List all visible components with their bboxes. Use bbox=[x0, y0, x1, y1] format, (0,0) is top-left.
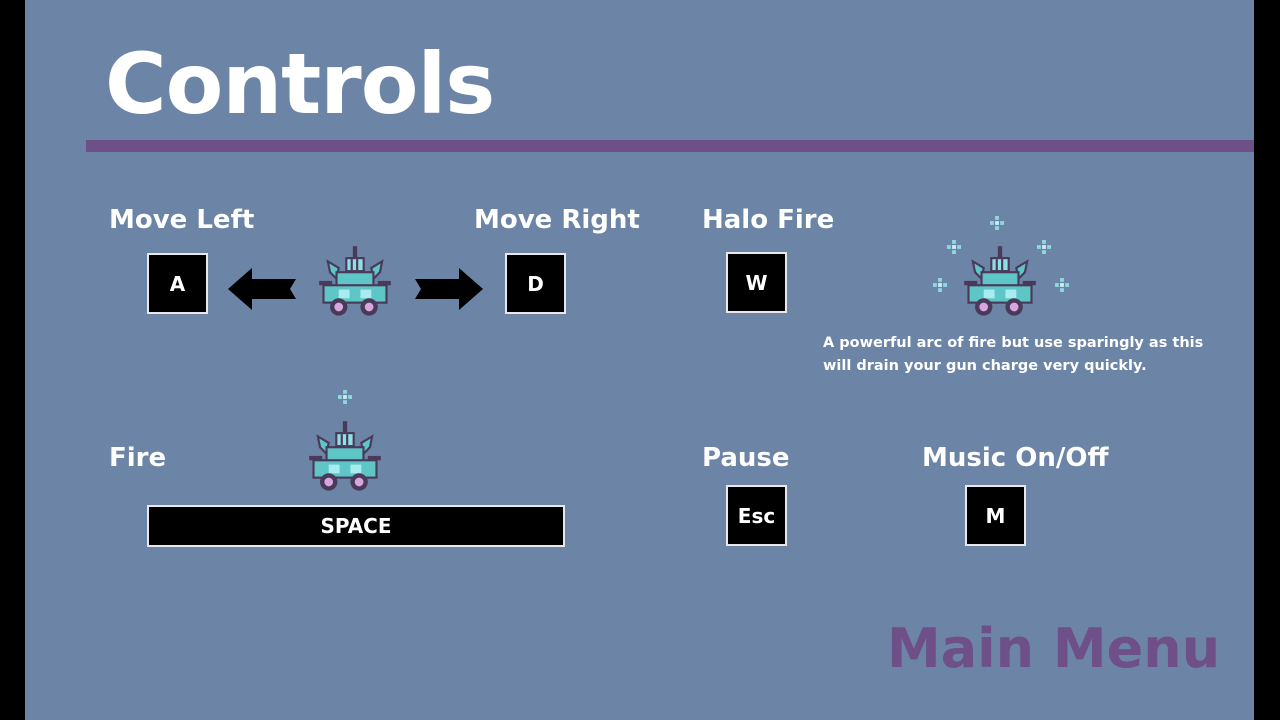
fire-label: Fire bbox=[109, 443, 167, 473]
sparkle-icon bbox=[1037, 240, 1051, 254]
tank-vehicle-icon bbox=[318, 245, 392, 317]
music-label: Music On/Off bbox=[922, 443, 1109, 473]
key-esc[interactable]: Esc bbox=[726, 485, 787, 546]
page-title: Controls bbox=[105, 35, 495, 133]
pause-label: Pause bbox=[702, 443, 790, 473]
move-left-label: Move Left bbox=[109, 205, 255, 235]
key-space[interactable]: SPACE bbox=[147, 505, 565, 547]
key-w[interactable]: W bbox=[726, 252, 787, 313]
sparkle-icon bbox=[933, 278, 947, 292]
left-arrow-icon bbox=[228, 268, 296, 310]
sparkle-icon bbox=[338, 390, 352, 404]
right-arrow-icon bbox=[415, 268, 483, 310]
key-a[interactable]: A bbox=[147, 253, 208, 314]
move-right-label: Move Right bbox=[474, 205, 640, 235]
controls-screen: Controls Move Left A Move Right D Halo F… bbox=[25, 0, 1254, 720]
sparkle-icon bbox=[990, 216, 1004, 230]
sparkle-icon bbox=[947, 240, 961, 254]
tank-vehicle-icon bbox=[308, 420, 382, 492]
key-d[interactable]: D bbox=[505, 253, 566, 314]
main-menu-button[interactable]: Main Menu bbox=[887, 617, 1221, 680]
title-divider bbox=[86, 140, 1254, 152]
sparkle-icon bbox=[1055, 278, 1069, 292]
halo-fire-description: A powerful arc of fire but use sparingly… bbox=[823, 335, 1204, 374]
key-m[interactable]: M bbox=[965, 485, 1026, 546]
halo-fire-label: Halo Fire bbox=[702, 205, 835, 235]
tank-vehicle-icon bbox=[963, 245, 1037, 317]
